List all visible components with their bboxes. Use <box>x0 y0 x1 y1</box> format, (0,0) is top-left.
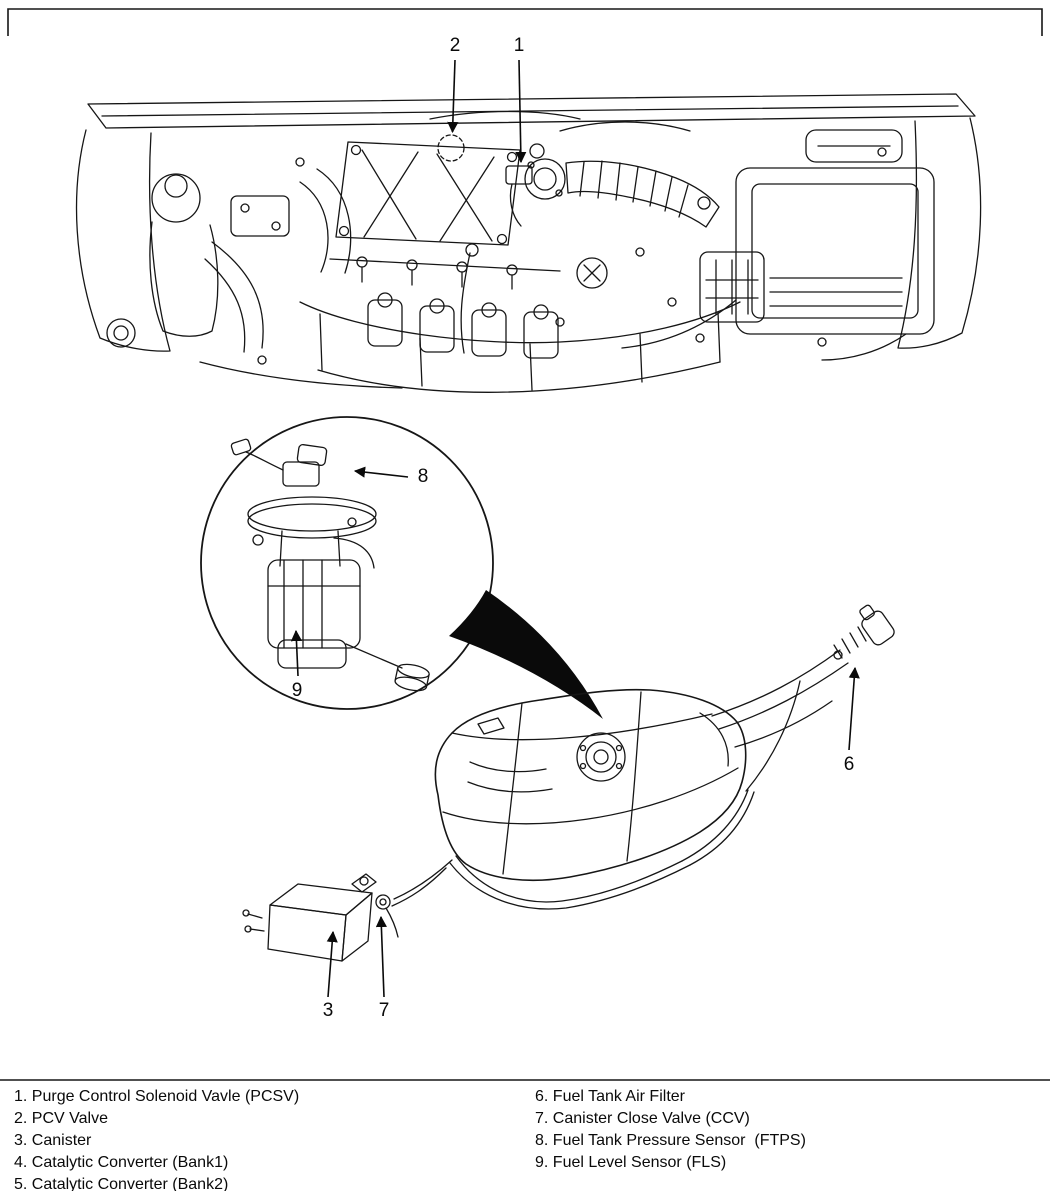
engine-bay-illustration <box>75 93 982 393</box>
callout-label-fuel-level-sensor: 9 <box>291 680 303 701</box>
leader-arrow-9 <box>290 629 303 677</box>
fuel-pump-magnifier-illustration <box>200 416 494 710</box>
leader-arrow-1 <box>515 59 527 164</box>
fuel-tank-air-filter-part <box>859 604 895 646</box>
pcv-valve-location-dashed-circle <box>437 134 465 162</box>
fuel-pump-access-ring <box>576 732 626 782</box>
leader-arrow-6 <box>848 666 860 751</box>
leader-arrow-3 <box>326 930 338 998</box>
legend-item: 6. Fuel Tank Air Filter <box>535 1088 685 1105</box>
legend-right-column: 6. Fuel Tank Air Filter 7. Canister Clos… <box>535 1086 806 1174</box>
legend-item: 8. Fuel Tank Pressure Sensor (FTPS) <box>535 1132 806 1149</box>
legend-left-column: 1. Purge Control Solenoid Vavle (PCSV) 2… <box>14 1086 299 1191</box>
callout-label-fuel-tank-air-filter: 6 <box>843 754 855 775</box>
canister-close-valve-part <box>375 894 391 910</box>
fuel-tank-pressure-sensor-part <box>282 461 320 487</box>
callout-leader-lines <box>290 59 860 998</box>
callout-label-canister-close-valve: 7 <box>378 1000 390 1021</box>
canister-illustration <box>242 873 399 962</box>
legend-item: 2. PCV Valve <box>14 1110 108 1127</box>
callout-label-fuel-tank-pressure-sensor: 8 <box>417 466 429 487</box>
callout-label-pcv-valve: 2 <box>449 35 461 56</box>
legend-item: 4. Catalytic Converter (Bank1) <box>14 1154 229 1171</box>
legend-item: 5. Catalytic Converter (Bank2) <box>14 1176 229 1191</box>
legend-item: 3. Canister <box>14 1132 92 1149</box>
callout-label-pcsv: 1 <box>513 35 525 56</box>
filler-pipe <box>711 649 841 717</box>
leader-arrow-7 <box>375 915 387 998</box>
legend-item: 9. Fuel Level Sensor (FLS) <box>535 1154 727 1171</box>
leader-arrow-8 <box>353 466 409 478</box>
magnifier-circle <box>200 416 494 710</box>
page-top-border <box>7 8 1043 36</box>
magnifier-pointer-wedge <box>449 590 603 719</box>
fuel-level-sensor-float-arm <box>345 643 403 669</box>
fuel-tank-illustration <box>391 604 895 910</box>
legend-item: 1. Purge Control Solenoid Vavle (PCSV) <box>14 1088 300 1105</box>
callout-label-canister: 3 <box>322 1000 334 1021</box>
leader-arrow-2 <box>447 59 459 134</box>
legend-item: 7. Canister Close Valve (CCV) <box>535 1110 750 1127</box>
